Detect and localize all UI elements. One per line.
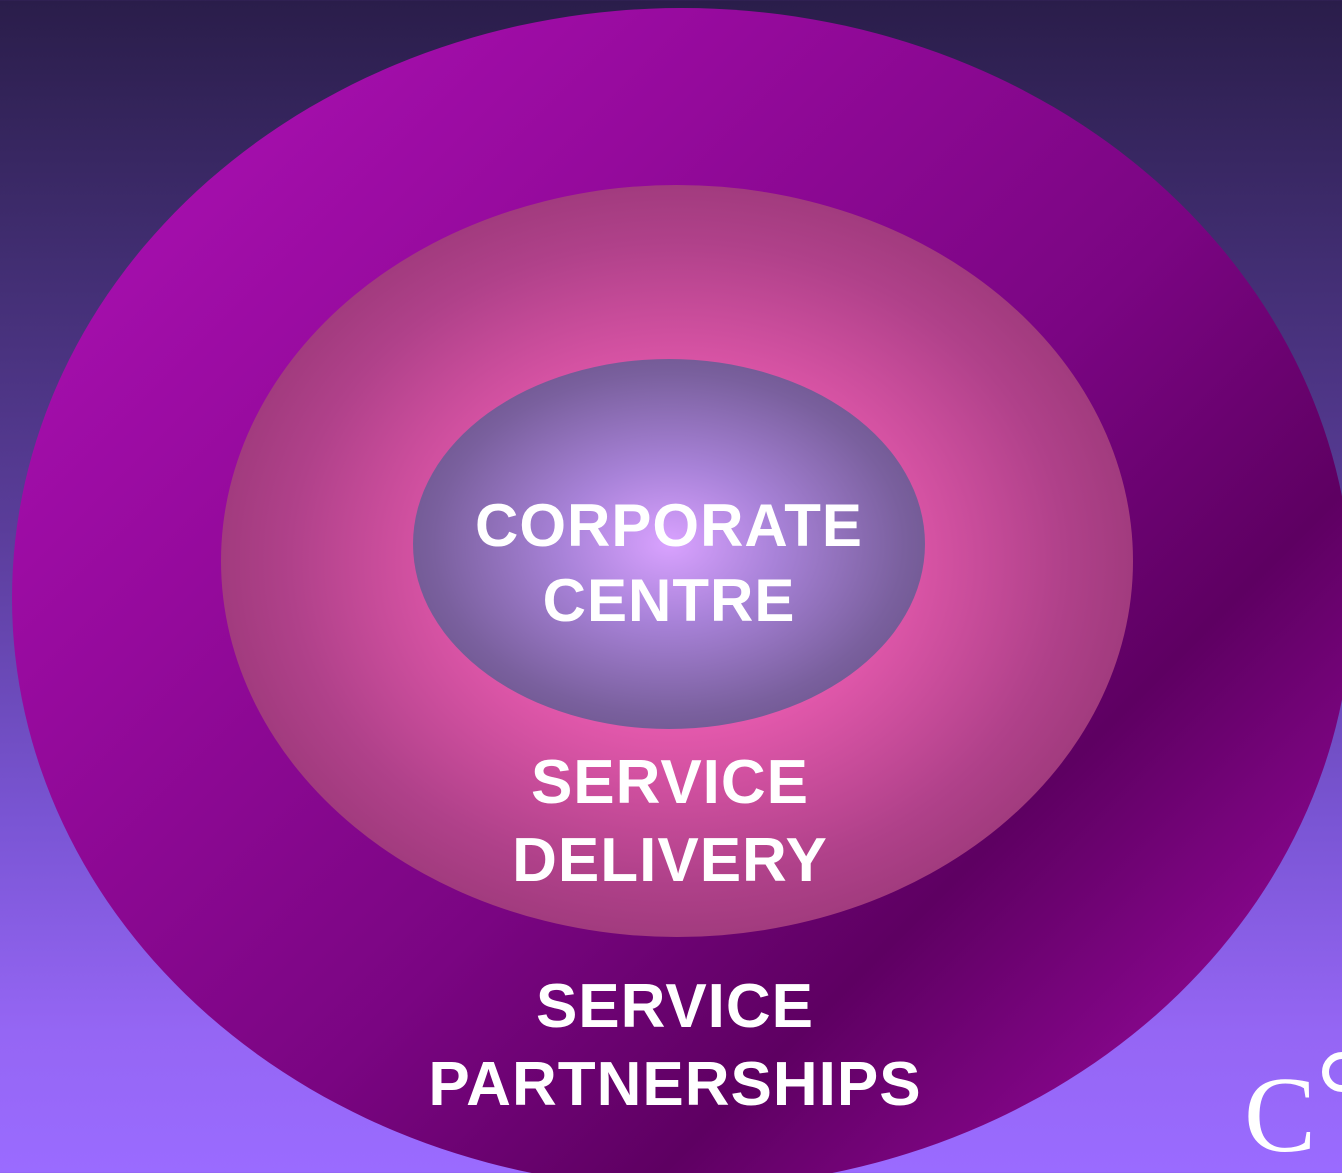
service-delivery-label-line-2: DELIVERY bbox=[512, 825, 828, 895]
service-delivery-label: SERVICE DELIVERY bbox=[420, 744, 920, 899]
service-partnerships-label-line-1: SERVICE bbox=[535, 972, 815, 1041]
service-delivery-label-line-1: SERVICE bbox=[530, 748, 810, 817]
service-partnerships-label: SERVICE PARTNERSHIPS bbox=[370, 968, 980, 1123]
inner-ring-corporate-centre bbox=[413, 359, 925, 729]
corporate-centre-label: CORPORATE CENTRE bbox=[413, 488, 925, 638]
logo-superscript-mark bbox=[1322, 1052, 1342, 1092]
service-partnerships-label-line-2: PARTNERSHIPS bbox=[428, 1049, 922, 1119]
corporate-centre-label-line-1: CORPORATE bbox=[475, 492, 863, 559]
corporate-centre-label-line-2: CENTRE bbox=[542, 567, 796, 634]
logo-letter: C bbox=[1244, 1056, 1317, 1173]
logo-mark-icon: C bbox=[1244, 1052, 1342, 1173]
